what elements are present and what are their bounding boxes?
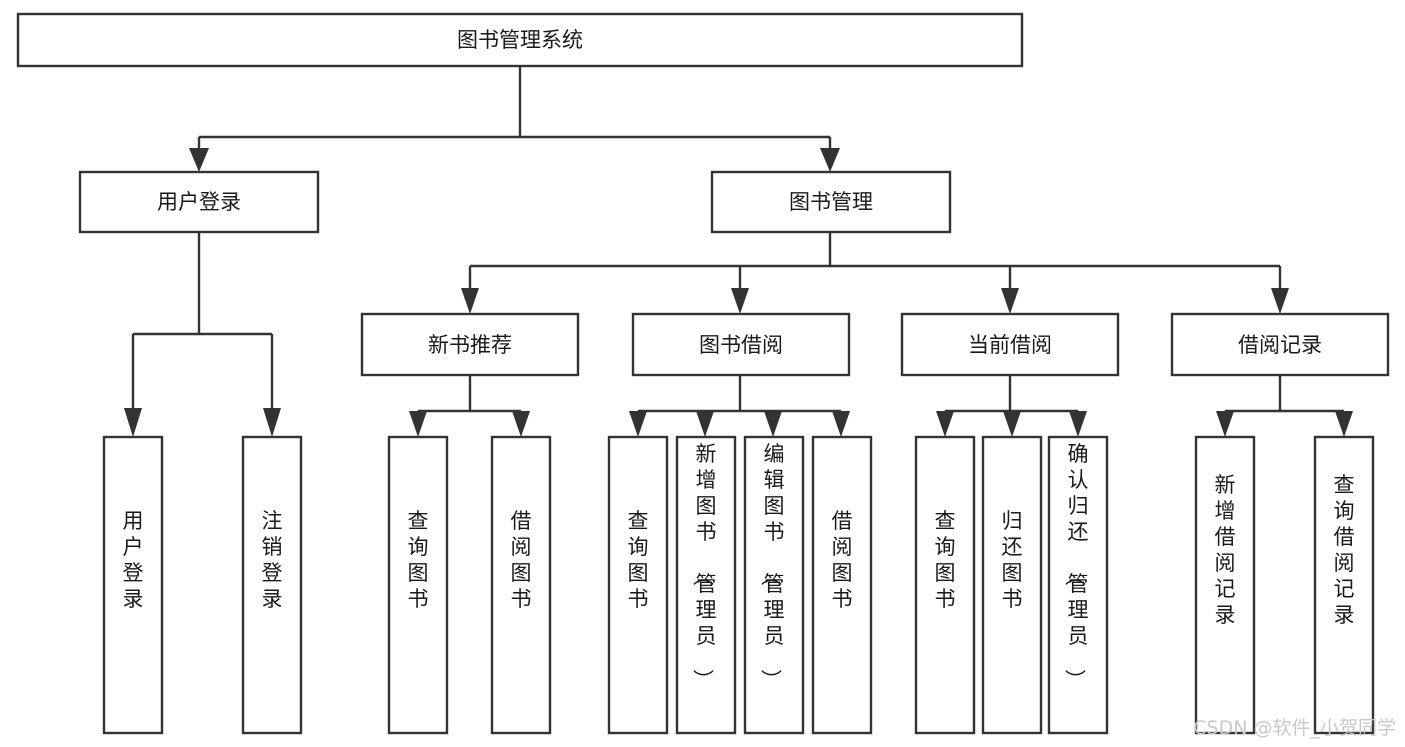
leaf-current-query-box[interactable]: [914, 435, 976, 735]
leaf-newbook-borrow-label: 借阅图书: [511, 509, 532, 611]
arrow-user-leaf1: [124, 408, 142, 437]
node-current-borrow[interactable]: 当前借阅: [900, 312, 1120, 377]
leaf-borrow-action[interactable]: 借阅图书: [811, 435, 873, 735]
arrow-newbook-l1: [409, 411, 427, 437]
node-book-borrow-label: 图书借阅: [699, 333, 783, 357]
leaf-borrow-action-label: 借阅图书: [832, 509, 853, 611]
node-user-login-label: 用户登录: [157, 190, 241, 214]
leaf-record-add-label: 新增借阅记录: [1215, 473, 1236, 627]
arrow-borrow-l3: [764, 411, 782, 437]
leaf-record-add[interactable]: 新增借阅记录: [1194, 435, 1256, 735]
leaf-user-login[interactable]: 用户登录: [102, 435, 164, 735]
leaf-record-query[interactable]: 查询借阅记录: [1313, 435, 1375, 735]
leaf-record-query-box[interactable]: [1313, 435, 1375, 735]
node-current-borrow-box[interactable]: [900, 312, 1120, 377]
leaf-user-login-box[interactable]: [102, 435, 164, 735]
leaf-record-query-label: 查询借阅记录: [1334, 473, 1355, 627]
leaf-current-return-box[interactable]: [981, 435, 1043, 735]
arrow-books-c1: [461, 288, 479, 314]
leaf-logout[interactable]: 注销登录: [241, 435, 303, 735]
leaf-borrow-edit-label: 编辑图书（管理员）: [759, 442, 785, 690]
leaf-borrow-query[interactable]: 查询图书: [607, 435, 669, 735]
arrow-books-c4: [1271, 288, 1289, 314]
node-new-book-recommend-box[interactable]: [360, 312, 580, 377]
node-book-management[interactable]: 图书管理: [710, 170, 952, 234]
node-new-book-recommend[interactable]: 新书推荐: [360, 312, 580, 377]
leaf-borrow-add-box[interactable]: [675, 435, 737, 735]
leaf-borrow-add[interactable]: 新增图书（管理员）: [675, 435, 737, 735]
leaf-borrow-action-box[interactable]: [811, 435, 873, 735]
watermark: CSDN @软件_小贺同学: [1193, 717, 1396, 739]
leaf-current-confirm[interactable]: 确认归还（管理员）: [1047, 435, 1109, 735]
leaf-newbook-query[interactable]: 查询图书: [387, 435, 449, 735]
arrow-root-to-user: [189, 148, 209, 172]
node-user-login-box[interactable]: [78, 170, 320, 234]
node-borrow-records-label: 借阅记录: [1238, 333, 1322, 357]
arrow-current-l2: [1003, 411, 1021, 437]
leaf-borrow-query-label: 查询图书: [628, 509, 649, 611]
leaf-borrow-edit[interactable]: 编辑图书（管理员）: [743, 435, 805, 735]
leaf-current-confirm-box[interactable]: [1047, 435, 1109, 735]
arrow-root-to-books: [820, 148, 840, 172]
leaf-newbook-query-label: 查询图书: [408, 509, 429, 611]
connector-layer: [124, 66, 1353, 437]
node-book-management-label: 图书管理: [789, 190, 873, 214]
leaf-current-return[interactable]: 归还图书: [981, 435, 1043, 735]
leaf-current-return-label: 归还图书: [1002, 509, 1023, 611]
leaf-record-add-box[interactable]: [1194, 435, 1256, 735]
node-root-label: 图书管理系统: [457, 28, 583, 52]
leaf-newbook-borrow[interactable]: 借阅图书: [490, 435, 552, 735]
arrow-books-c2: [731, 288, 749, 314]
arrow-borrow-l4: [832, 411, 850, 437]
leaf-current-confirm-label: 确认归还（管理员）: [1063, 442, 1089, 690]
arrow-borrow-l2: [696, 411, 714, 437]
node-current-borrow-label: 当前借阅: [968, 333, 1052, 357]
node-borrow-records[interactable]: 借阅记录: [1170, 312, 1390, 377]
arrow-records-l1: [1216, 411, 1234, 437]
arrow-borrow-l1: [629, 411, 647, 437]
leaf-user-login-label: 用户登录: [123, 509, 144, 611]
leaf-borrow-edit-box[interactable]: [743, 435, 805, 735]
node-root-box[interactable]: [16, 12, 1024, 68]
arrow-current-l3: [1069, 411, 1087, 437]
node-user-login[interactable]: 用户登录: [78, 170, 320, 234]
leaf-borrow-query-box[interactable]: [607, 435, 669, 735]
node-book-borrow[interactable]: 图书借阅: [631, 312, 851, 377]
node-root[interactable]: 图书管理系统: [16, 12, 1024, 68]
arrow-books-c3: [1001, 288, 1019, 314]
leaf-newbook-borrow-box[interactable]: [490, 435, 552, 735]
node-book-borrow-box[interactable]: [631, 312, 851, 377]
leaf-current-query-label: 查询图书: [935, 509, 956, 611]
leaf-borrow-add-label: 新增图书（管理员）: [691, 442, 717, 690]
leaf-logout-label: 注销登录: [262, 509, 283, 611]
leaf-newbook-query-box[interactable]: [387, 435, 449, 735]
node-book-management-box[interactable]: [710, 170, 952, 234]
leaf-logout-box[interactable]: [241, 435, 303, 735]
arrow-newbook-l2: [512, 411, 530, 437]
node-new-book-recommend-label: 新书推荐: [428, 333, 512, 357]
arrow-user-leaf2: [263, 408, 281, 437]
leaf-current-query[interactable]: 查询图书: [914, 435, 976, 735]
arrow-current-l1: [936, 411, 954, 437]
arrow-records-l2: [1335, 411, 1353, 437]
node-borrow-records-box[interactable]: [1170, 312, 1390, 377]
